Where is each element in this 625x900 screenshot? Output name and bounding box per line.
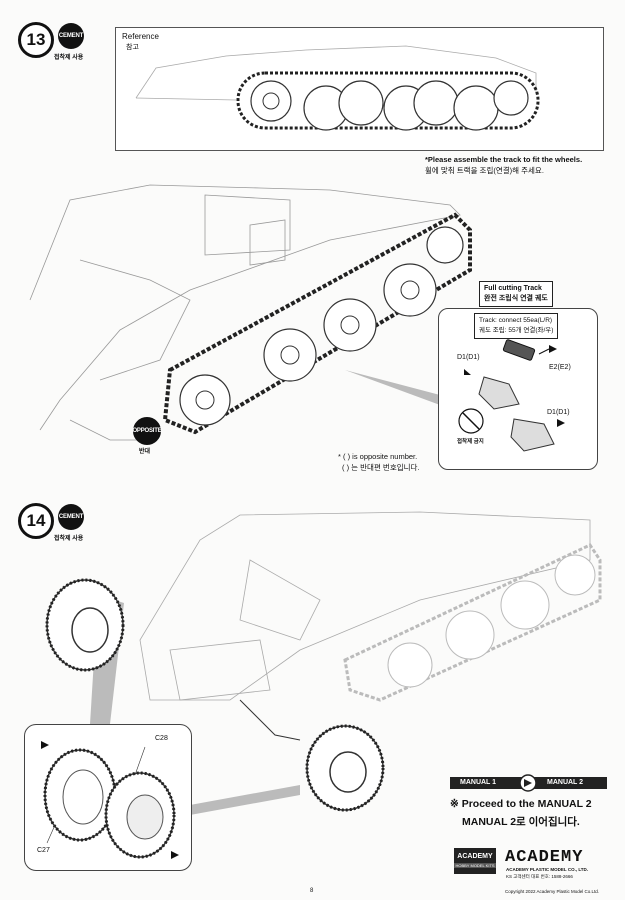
part-d1-left: D1(D1) (457, 354, 480, 361)
track-connect-text: Track: connect 55ea(L/R) (479, 317, 553, 324)
track-detail-callout: Track: connect 55ea(L/R) 궤도 조립: 55개 연결(좌… (438, 308, 598, 470)
part-e2: E2(E2) (549, 364, 571, 371)
opposite-badge: OPPOSITE (132, 417, 162, 445)
company-sub: KS 고객센터 대표 번호: 1588-2666 (506, 874, 573, 879)
academy-logo-small: ACADEMY HOBBY MODEL KITS (454, 848, 496, 874)
proceed-text: ※ Proceed to the MANUAL 2 (450, 798, 592, 810)
company-name: ACADEMY PLASTIC MODEL CO., LTD. (506, 867, 589, 872)
cement-label-13: 접착제 사용 (54, 55, 84, 61)
academy-logo-big: ACADEMY (505, 848, 584, 867)
wheel-detail-inset: C28 C27 (24, 724, 192, 871)
manual-to: MANUAL 2 (547, 779, 584, 786)
reference-title-ko: 참고 (126, 44, 139, 51)
cement-badge-13: CEMENT (58, 23, 84, 49)
logo-small-text: ACADEMY (457, 853, 493, 860)
track-link-parts-drawing (458, 339, 565, 452)
manual-arrow-icon (450, 774, 607, 792)
part-c28: C28 (155, 735, 168, 742)
part-c27: C27 (37, 847, 50, 854)
cement-badge-14: CEMENT (58, 504, 84, 530)
track-note-ko: 휠에 맞춰 트랙을 조립(연결)해 주세요. (425, 166, 544, 175)
reference-title: Reference (122, 32, 159, 41)
manual-transition-bar: MANUAL 1 MANUAL 2 (450, 774, 607, 792)
part-d1-right: D1(D1) (547, 409, 570, 416)
no-cement-label: 접착제 금지 (457, 439, 484, 445)
track-connect-text-ko: 궤도 조립: 55개 연결(좌/우) (479, 327, 554, 334)
logo-small-subtext: HOBBY MODEL KITS (454, 863, 496, 868)
step-14-number: 14 (18, 503, 54, 539)
opposite-label: 반대 (139, 449, 151, 455)
wheel-parts-drawing (41, 741, 179, 859)
reference-box: Reference 참고 (115, 27, 604, 151)
proceed-text-ko: MANUAL 2로 이어집니다. (462, 816, 580, 828)
full-cutting-track-tag: Full cutting Track 완전 조립식 연결 궤도 (479, 281, 553, 307)
full-cutting-track-text-ko: 완전 조립식 연결 궤도 (484, 295, 548, 302)
footnote: * ( ) is opposite number. (338, 452, 418, 461)
manual-from: MANUAL 1 (460, 779, 497, 786)
track-note: *Please assemble the track to fit the wh… (425, 155, 583, 164)
track-connect-tag: Track: connect 55ea(L/R) 궤도 조립: 55개 연결(좌… (474, 313, 559, 339)
footnote-ko: ( ) 는 반대편 번호입니다. (342, 463, 420, 472)
full-cutting-track-text: Full cutting Track (484, 285, 542, 292)
page-number: 8 (310, 888, 314, 894)
reference-track-drawing (135, 45, 540, 131)
copyright: Copyright 2022 Academy Plastic Model Co.… (505, 889, 600, 894)
step-13-number: 13 (18, 22, 54, 58)
cement-label-14: 접착제 사용 (54, 536, 84, 542)
